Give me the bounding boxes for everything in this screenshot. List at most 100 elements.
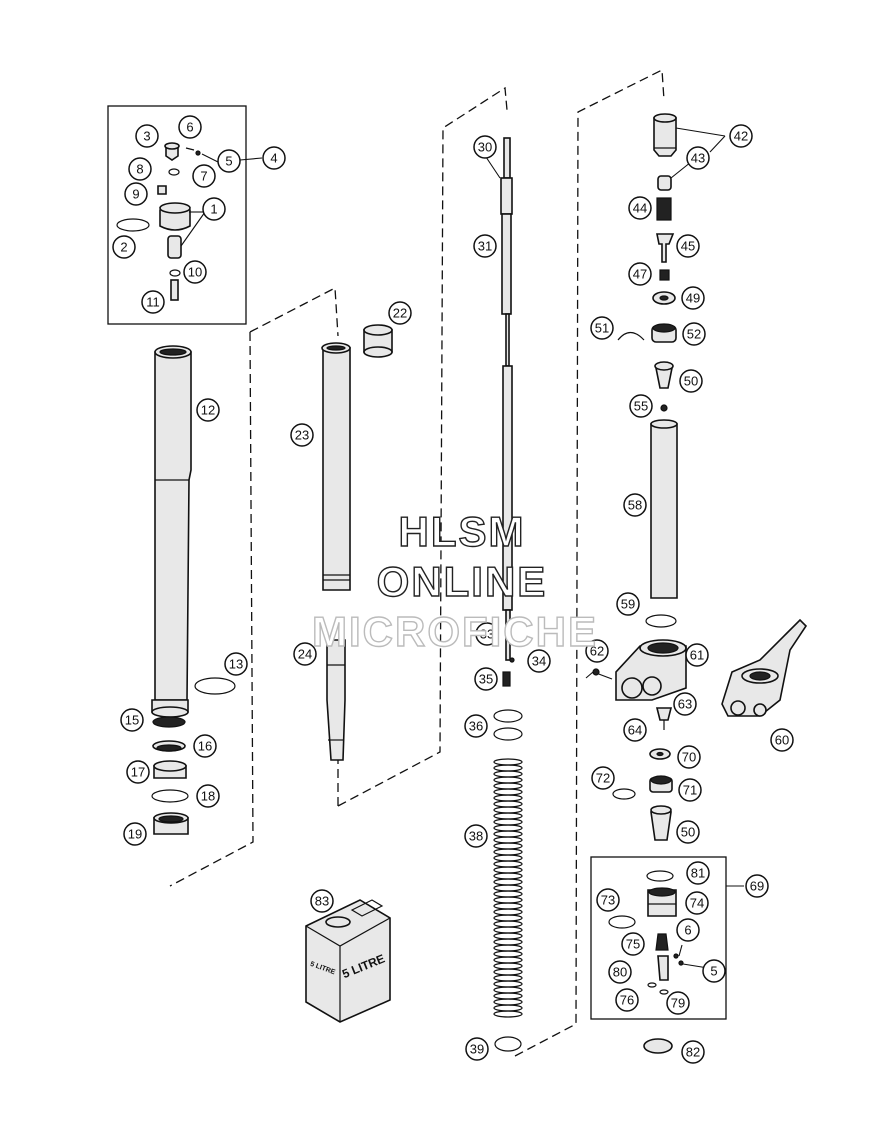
callout-number: 4 [270,151,277,166]
cartridge-parts [617,113,678,628]
bushing-22 [363,324,393,358]
callout-number: 60 [775,733,789,748]
top-cap-group-box [107,105,247,325]
callout-13: 13 [224,652,248,676]
inner-tube-frame [337,86,508,807]
callout-number: 50 [684,374,698,389]
callout-74: 74 [685,891,709,915]
seal-stack [151,716,189,835]
spring-38 [493,758,523,1018]
callout-30: 30 [473,135,497,159]
callout-1: 1 [202,197,226,221]
callout-70: 70 [677,745,701,769]
callout-number: 13 [229,657,243,672]
callout-35: 35 [474,667,498,691]
top-cap-parts [116,142,201,301]
outer-tube [151,345,192,718]
callout-number: 42 [734,129,748,144]
callout-45: 45 [676,234,700,258]
callout-number: 17 [131,765,145,780]
callout-number: 52 [687,327,701,342]
callout-number: 83 [315,894,329,909]
callout-number: 3 [143,129,150,144]
callout-47: 47 [628,262,652,286]
callout-number: 72 [596,771,610,786]
callout-24: 24 [293,642,317,666]
callout-number: 55 [634,399,648,414]
callout-58: 58 [623,493,647,517]
oil-container-83: 5 LITRE 5 LITRE [305,899,391,1023]
callout-50b: 50 [676,820,700,844]
callout-number: 64 [628,723,642,738]
watermark-line-2: ONLINE [377,558,548,605]
callout-number: 16 [198,739,212,754]
watermark-line-1: HLSM [399,508,526,555]
callout-44: 44 [628,196,652,220]
callout-number: 11 [146,295,160,310]
callout-80: 80 [608,960,632,984]
damper-frame [514,68,665,1057]
callout-number: 1 [210,202,217,217]
valve-group-parts [608,870,684,995]
callout-number: 49 [686,291,700,306]
lower-body-61 [592,639,687,701]
callout-number: 38 [469,829,483,844]
callout-43: 43 [686,146,710,170]
callout-number: 71 [683,783,697,798]
callout-number: 15 [125,713,139,728]
callout-number: 8 [136,162,143,177]
callout-5: 5 [217,149,241,173]
callout-number: 81 [691,866,705,881]
callout-number: 6 [186,120,193,135]
callout-number: 44 [633,201,647,216]
callout-number: 6 [684,923,691,938]
callout-number: 24 [298,647,312,662]
callout-3: 3 [135,124,159,148]
callout-15: 15 [120,708,144,732]
callout-62: 62 [585,639,609,663]
callout-61: 61 [685,643,709,667]
damper-rod [500,137,515,687]
callout-17: 17 [126,760,150,784]
watermark-line-3: MICROFICHE [312,608,598,655]
callout-2: 2 [112,235,136,259]
callout-18: 18 [196,784,220,808]
callout-number: 63 [678,697,692,712]
callout-number: 12 [201,403,215,418]
callout-number: 9 [132,187,139,202]
callout-number: 18 [201,789,215,804]
callout-number: 82 [686,1045,700,1060]
callout-10: 10 [183,260,207,284]
callout-number: 31 [478,239,492,254]
callout-34: 34 [527,649,551,673]
small-valve-parts [612,707,673,841]
callout-81: 81 [686,861,710,885]
callout-73: 73 [596,888,620,912]
callout-76: 76 [615,988,639,1012]
callout-number: 36 [469,719,483,734]
callout-63: 63 [673,692,697,716]
callout-69: 69 [745,874,769,898]
callout-52: 52 [682,322,706,346]
callout-number: 43 [691,151,705,166]
callout-number: 51 [595,321,609,336]
callout-number: 2 [120,240,127,255]
callout-39: 39 [465,1037,489,1061]
callout-4: 4 [262,146,286,170]
cap-82 [643,1038,673,1054]
callout-55: 55 [629,394,653,418]
callout-number: 5 [225,154,232,169]
callout-59: 59 [616,592,640,616]
callout-51: 51 [590,316,614,340]
seal-rings-36 [493,709,523,741]
callout-number: 45 [681,239,695,254]
retainer-39 [494,1036,522,1052]
callout-number: 35 [479,672,493,687]
callout-number: 80 [613,965,627,980]
callout-6: 6 [178,115,202,139]
callout-64: 64 [623,718,647,742]
callout-number: 73 [601,893,615,908]
callout-number: 23 [295,428,309,443]
callout-50a: 50 [679,369,703,393]
